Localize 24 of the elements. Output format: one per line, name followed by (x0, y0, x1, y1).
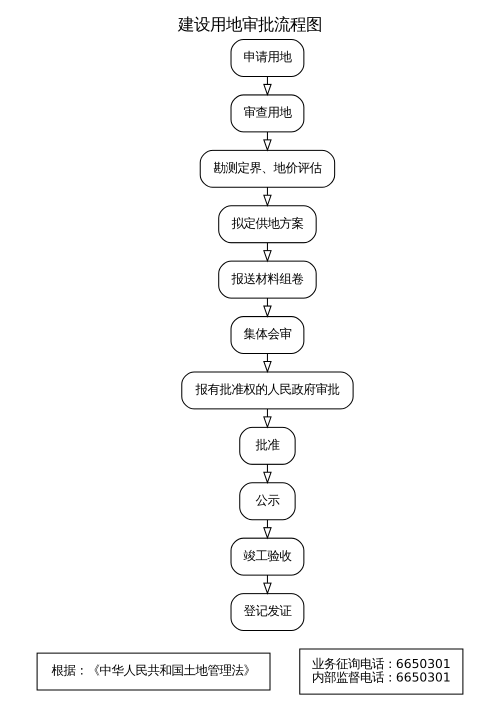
arrow (263, 575, 272, 595)
node-box: 登记发证 (230, 593, 304, 632)
diagram-title: 建设用地审批流程图 (178, 15, 322, 34)
arrow (263, 187, 272, 208)
node-box: 报有批准权的人民政府审批 (181, 371, 354, 410)
arrow (263, 354, 272, 374)
node-box: 拟定供地方案 (218, 205, 317, 244)
arrow (263, 520, 272, 540)
node-box: 勘测定界、地价评估 (200, 150, 336, 188)
arrow (263, 464, 272, 484)
node-box: 集体会审 (230, 316, 304, 354)
node-box: 竣工验收 (230, 538, 304, 576)
node-box: 申请用地 (230, 39, 304, 77)
node-box: 批准 (239, 426, 296, 465)
arrow (263, 408, 272, 429)
arrow (263, 132, 272, 152)
node-box: 审查用地 (230, 94, 304, 132)
node-box: 业务征询电话：6650301 内部监督电话：6650301 (299, 648, 464, 695)
arrow (263, 76, 272, 96)
node-box: 根据：《中华人民共和国土地管理法》 (36, 652, 271, 691)
arrow (263, 242, 272, 262)
node-box: 报送材料组卷 (218, 260, 317, 299)
node-box: 公示 (239, 482, 296, 520)
arrow (263, 298, 272, 318)
